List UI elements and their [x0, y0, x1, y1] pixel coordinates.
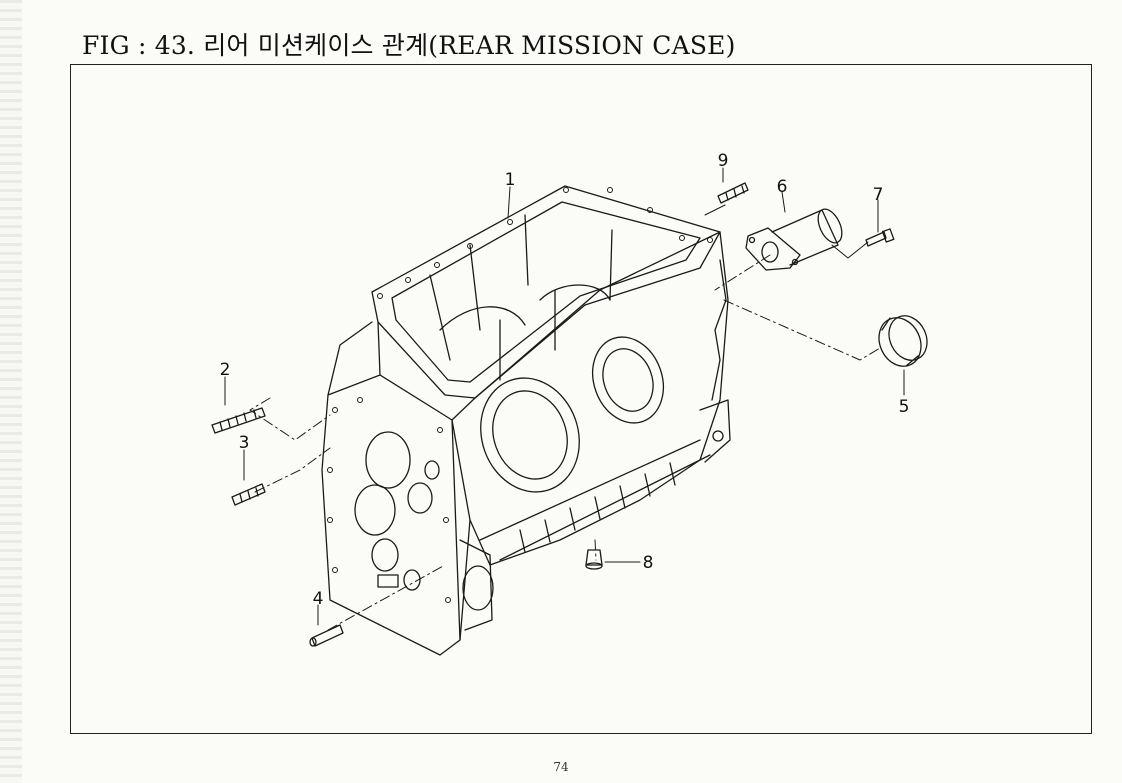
callout-3: 3	[239, 433, 250, 453]
rear-mission-case	[321, 185, 731, 656]
assembly-leader-lines	[249, 254, 881, 631]
dowel-pin-part-4	[309, 624, 344, 647]
callout-9: 9	[718, 151, 729, 171]
callout-4: 4	[313, 589, 324, 609]
sleeve-flange-part-6	[745, 208, 843, 271]
stud-bolt-part-9	[717, 182, 749, 204]
stud-bolt-part-3	[231, 483, 266, 506]
drawing-frame	[70, 64, 1092, 734]
leader-lines-solid	[224, 167, 905, 626]
page-number: 74	[553, 760, 569, 774]
callout-6: 6	[777, 177, 788, 197]
callout-2: 2	[220, 360, 231, 380]
bolt-part-7	[865, 228, 895, 247]
callout-8: 8	[643, 553, 654, 573]
callout-5: 5	[899, 397, 910, 417]
figure-title: FIG : 43. 리어 미션케이스 관계(REAR MISSION CASE)	[82, 31, 736, 60]
callout-7: 7	[873, 185, 884, 205]
drain-plug-part-8	[585, 549, 603, 570]
page-binding-edge	[0, 0, 22, 783]
cover-cap-part-5	[878, 315, 928, 367]
stud-bolt-part-2	[211, 407, 266, 434]
callout-1: 1	[505, 170, 516, 190]
